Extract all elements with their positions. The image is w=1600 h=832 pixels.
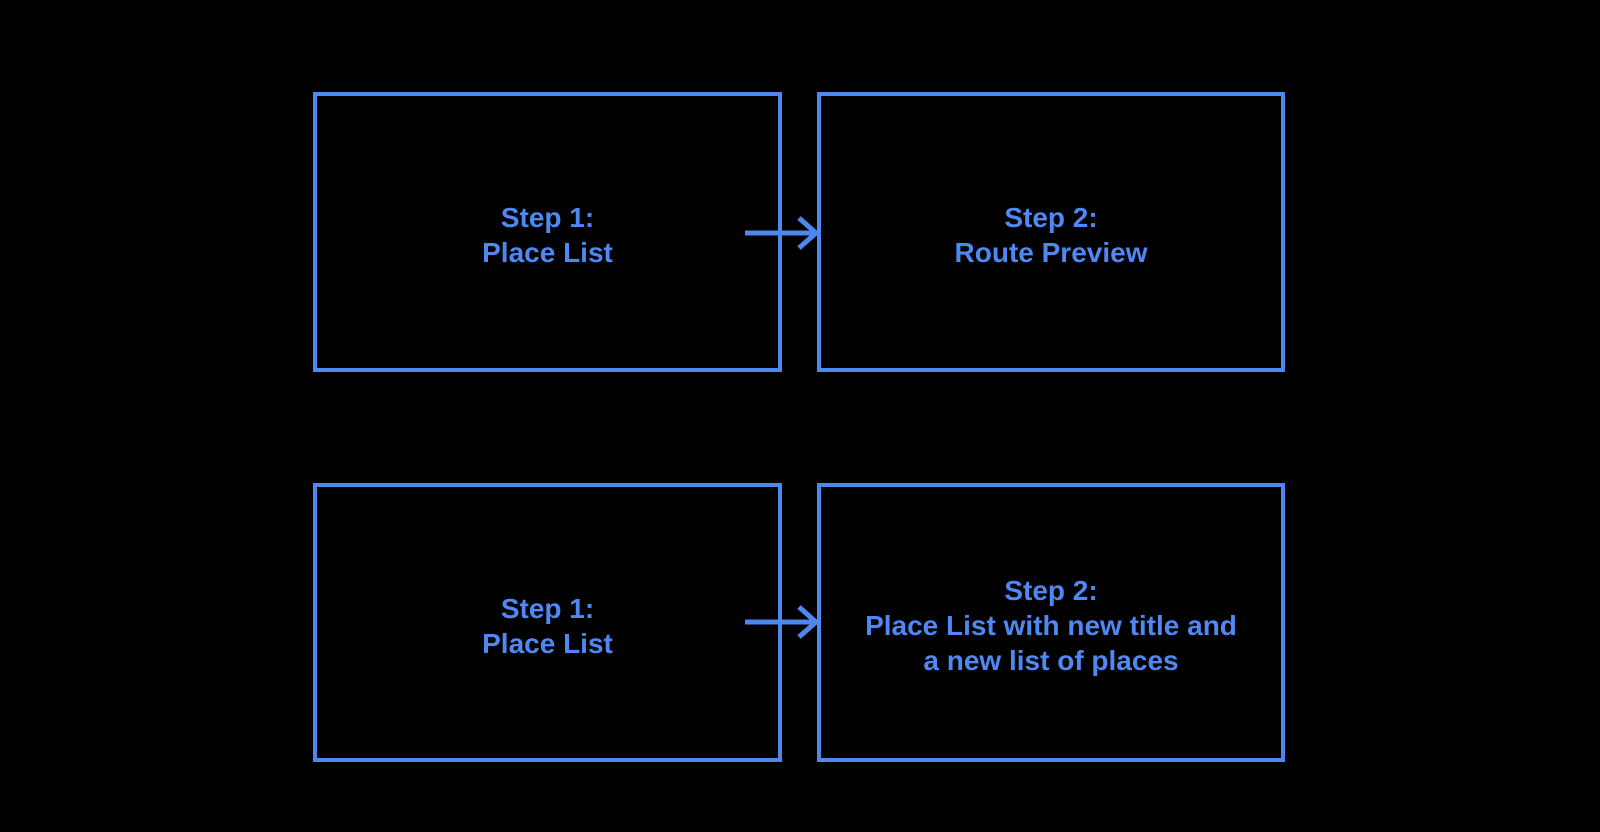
flow-node-step1-place-list-top: Step 1: Place List: [313, 92, 782, 372]
node-text-line: Step 1:: [500, 592, 595, 624]
node-text-line: a new list of places: [923, 645, 1179, 676]
flow-node-step2-new-place-list: Step 2: Place List with new title and a …: [817, 483, 1285, 762]
flow-node-step2-route-preview: Step 2: Route Preview: [817, 92, 1285, 372]
node-text-line: Place List with new title and: [865, 610, 1237, 641]
node-text-line: Place List: [482, 237, 613, 268]
flow-node-step1-place-list-bottom: Step 1: Place List: [313, 483, 782, 762]
right-arrow-icon: [745, 216, 820, 250]
right-arrow-icon: [745, 605, 820, 639]
node-text-line: Place List: [482, 627, 613, 659]
node-text-line: Route Preview: [954, 237, 1148, 268]
node-text-line: Step 1:: [500, 202, 595, 233]
node-text-line: Step 2:: [1004, 575, 1098, 606]
node-text-line: Step 2:: [1004, 202, 1098, 233]
